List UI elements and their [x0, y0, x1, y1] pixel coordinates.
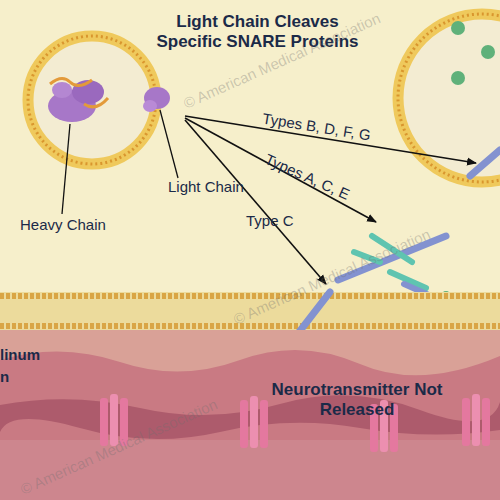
toxin-strand	[84, 98, 108, 107]
neurotransmitter	[451, 21, 465, 35]
light-chain	[143, 100, 157, 112]
leader-line	[160, 110, 178, 178]
synaptic-cleft	[0, 330, 500, 500]
receptor-subunit	[482, 398, 490, 446]
part-label: Heavy Chain	[20, 216, 106, 233]
part-label: n	[0, 368, 9, 385]
receptor-subunit	[100, 398, 108, 446]
receptor-subunit	[472, 394, 480, 446]
vesicle	[398, 14, 500, 182]
arrow-label: Type C	[246, 212, 294, 229]
vesicle-lipids	[28, 36, 156, 164]
vesicle	[28, 36, 156, 164]
part-label: linum	[0, 346, 40, 363]
neurotransmitter	[451, 71, 465, 85]
toxin-strand	[50, 78, 92, 85]
outcome-label: Neurotransmitter Not Released	[262, 380, 452, 419]
leader-line	[62, 124, 70, 214]
receptor-subunit	[462, 398, 470, 446]
receptor-subunit	[240, 400, 248, 448]
heavy-chain	[52, 82, 72, 98]
receptor	[240, 396, 268, 448]
vesicle-lipids	[398, 14, 500, 182]
neurotransmitter	[481, 45, 495, 59]
muscle-fiber	[0, 350, 500, 500]
lipid-heads	[0, 323, 500, 329]
lipid-heads	[0, 293, 500, 299]
receptor-subunit	[250, 396, 258, 448]
receptor-subunit	[260, 400, 268, 448]
arrow	[185, 120, 326, 284]
receptor	[462, 394, 490, 446]
part-label: Light Chain	[168, 178, 244, 195]
